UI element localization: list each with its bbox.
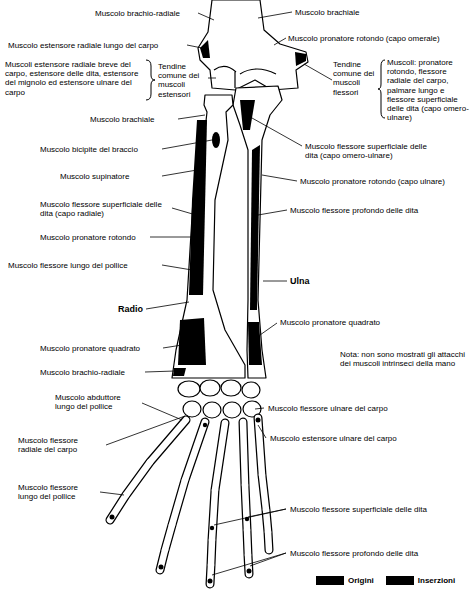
muscle-label: Muscolo brachio-radiale [95, 9, 205, 18]
carpal-bone [223, 402, 241, 418]
bracket [378, 60, 385, 118]
humerus-detail [214, 66, 276, 88]
carpal-bone [178, 381, 200, 397]
muscle-label: Muscoli: pronatore rotondo, flessore rad… [387, 58, 472, 122]
attachment-area [178, 318, 206, 365]
muscle-label: Muscolo bicipite del braccio [40, 145, 160, 154]
muscle-label: Tendine comune dei muscoli flessori [333, 60, 375, 97]
attachment-area [200, 40, 210, 58]
muscle-label: Muscolo pronatore rotondo (capo ulnare) [300, 177, 470, 186]
muscle-label: Muscolo flessore superficiale delle dita [290, 505, 472, 514]
muscle-label: Muscoli estensore radiale breve del carp… [5, 60, 145, 97]
attachment-area [110, 418, 261, 584]
leader-lines [100, 12, 332, 575]
muscle-label: Muscolo flessore lungo del pollice [8, 261, 160, 270]
muscle-label: Muscolo flessore profondo delle dita [290, 549, 472, 558]
muscle-label: Muscolo pronatore rotondo (capo omerale) [288, 34, 468, 43]
muscle-label: Muscolo estensore radiale lungo del carp… [8, 41, 188, 50]
bone-label: Radio [118, 304, 148, 314]
attachment-area [250, 145, 260, 310]
muscle-label: Muscolo supinatore [60, 172, 160, 181]
muscle-label: Muscolo abduttore lungo del pollice [55, 393, 140, 411]
attachment-area [240, 100, 255, 130]
legend-swatch [316, 576, 344, 585]
ulna-bone [233, 86, 282, 378]
attachment-area [189, 120, 207, 295]
carpal-bone [221, 380, 241, 396]
muscle-label: Muscolo estensore ulnare del carpo [270, 434, 440, 443]
carpal-bone [203, 402, 221, 418]
attachment-area [173, 368, 186, 376]
muscle-label: Muscolo pronatore quadrato [280, 318, 440, 327]
muscle-label: Muscolo flessore radiale del carpo [18, 436, 104, 454]
carpal-bone [242, 382, 260, 398]
muscle-label: Muscolo pronatore quadrato [40, 344, 161, 353]
muscle-label: Muscolo flessore profondo delle dita [290, 206, 470, 215]
bone-label: Ulna [290, 276, 350, 286]
attachment-area [212, 132, 220, 148]
hand-bones-fill [110, 418, 269, 584]
hand-bones-outline [110, 418, 269, 584]
muscle-label: Muscolo flessore ulnare del carpo [268, 404, 438, 413]
legend-text: Origini [348, 576, 374, 585]
muscle-label: Muscolo flessore superficiale delle dita… [305, 142, 435, 160]
muscle-label: Muscolo flessore superficiale delle dita… [40, 200, 170, 218]
humerus-bone [198, 0, 308, 90]
carpal-bone [183, 401, 201, 417]
legend-text: Inserzioni [418, 576, 455, 585]
muscle-label: Muscolo pronatore rotondo [40, 233, 148, 242]
muscle-label: Tendine comune dei muscoli estensori [158, 62, 206, 99]
attachment-area [248, 322, 262, 365]
legend-swatch [386, 576, 414, 585]
muscle-label: Muscolo brachio-radiale [40, 368, 144, 377]
carpal-bone [200, 380, 220, 396]
muscle-label: Muscolo brachiale [90, 115, 176, 124]
bracket [146, 60, 155, 100]
radius-bone [172, 95, 245, 378]
note-text: Nota: non sono mostrati gli attacchi dei… [340, 350, 470, 368]
muscle-label: Muscolo flessore lungo del pollice [18, 483, 98, 501]
muscle-label: Muscolo brachiale [295, 8, 445, 17]
